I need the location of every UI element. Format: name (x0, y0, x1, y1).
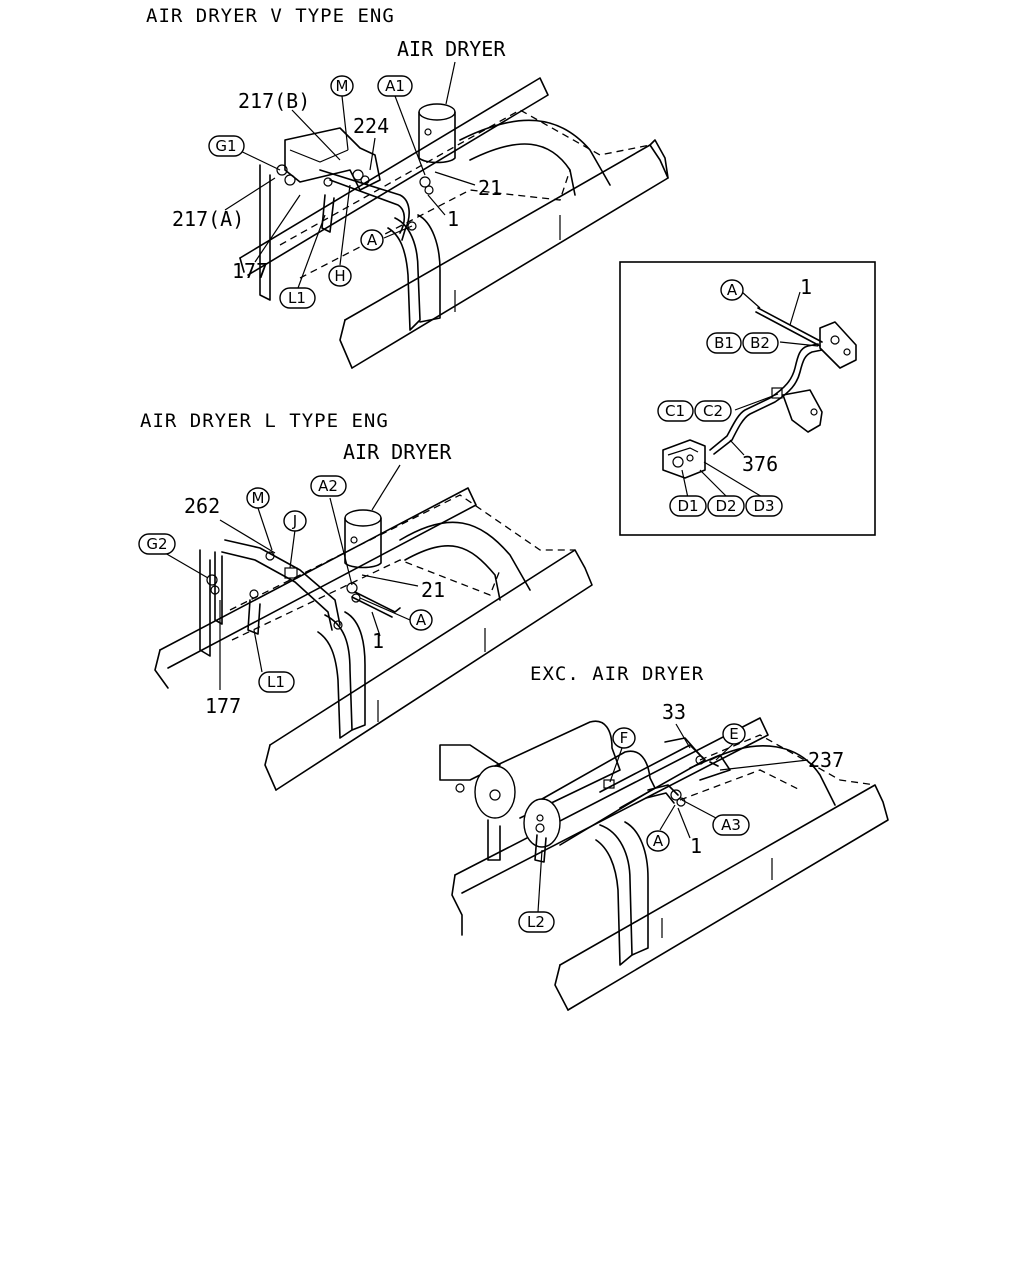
l-type-bubble-j-text: J (292, 512, 297, 530)
detail-bubble-c2 (694, 400, 732, 422)
exc-part-1: 1 (690, 834, 702, 858)
exc-bubble-e (722, 723, 746, 745)
l-type-section: AIR DRYER L TYPE ENG AIR DRYER (138, 410, 593, 791)
l-type-bubble-g2 (138, 533, 176, 555)
detail-bubble-d3-text: D3 (753, 497, 774, 515)
exc-pipe-bracket (534, 737, 731, 863)
l-type-part-177: 177 (205, 694, 241, 718)
exc-bubble-a3-text: A3 (721, 816, 741, 834)
v-type-part-1: 1 (447, 207, 459, 231)
v-type-title: AIR DRYER V TYPE ENG (146, 5, 395, 27)
v-type-frame-rail (239, 77, 669, 369)
v-type-bubble-a1 (377, 75, 413, 97)
l-type-bubble-l1-text: L1 (267, 673, 285, 691)
detail-bubble-d1-text: D1 (677, 497, 698, 515)
exc-bubble-f-text: F (620, 729, 629, 747)
exc-bubble-a3 (712, 814, 750, 836)
l-type-part-21: 21 (421, 578, 445, 602)
v-type-bracket-assembly (259, 127, 434, 301)
detail-bubble-c2-text: C2 (703, 402, 723, 420)
l-type-bubble-a (409, 609, 433, 631)
v-type-part-217a: 217(A) (172, 207, 244, 231)
l-type-bubble-m-text: M (252, 489, 265, 507)
detail-bubble-a (720, 279, 744, 301)
detail-bubble-d2-text: D2 (715, 497, 736, 515)
l-type-part-1: 1 (372, 629, 384, 653)
exc-bubble-l2-text: L2 (527, 913, 545, 931)
exc-air-tanks (439, 720, 656, 861)
l-type-bubble-a2-text: A2 (318, 477, 338, 495)
v-type-bubble-a1-text: A1 (385, 77, 405, 95)
detail-bubble-d3 (745, 495, 783, 517)
v-type-section: AIR DRYER V TYPE ENG AIR DRYER (146, 5, 669, 369)
l-type-air-dryer-label: AIR DRYER (343, 440, 452, 464)
l-type-air-dryer-canister (344, 509, 382, 569)
detail-bubble-d1 (669, 495, 707, 517)
v-type-bubble-h-text: H (334, 267, 345, 285)
l-type-frame-rail (154, 487, 593, 791)
l-type-bubble-l1 (258, 671, 295, 693)
exc-bubble-l2 (518, 911, 555, 933)
v-type-air-dryer-canister (418, 103, 456, 164)
l-type-bubble-a2 (310, 475, 347, 497)
detail-bubble-b2-text: B2 (750, 334, 770, 352)
v-type-bubble-m (330, 75, 354, 97)
v-type-bubble-l1-text: L1 (288, 289, 306, 307)
exc-title: EXC. AIR DRYER (530, 663, 704, 685)
l-type-bubble-a-text: A (416, 611, 427, 629)
detail-bubble-c1-text: C1 (665, 402, 685, 420)
exc-part-33: 33 (662, 700, 686, 724)
detail-bubble-b2 (742, 332, 779, 354)
exc-bubble-f (612, 727, 636, 749)
detail-bubble-c1 (657, 400, 694, 422)
exc-bubble-e-text: E (729, 725, 738, 743)
exc-bubble-a-text: A (653, 832, 664, 850)
v-type-bubble-m-text: M (336, 77, 349, 95)
v-type-part-177: 177 (232, 259, 268, 283)
detail-part-1: 1 (800, 275, 812, 299)
l-type-part-262: 262 (184, 494, 220, 518)
detail-bubble-a-text: A (727, 281, 738, 299)
v-type-bubble-g1-text: G1 (215, 137, 236, 155)
v-type-part-21: 21 (478, 176, 502, 200)
exc-frame-rail (451, 717, 889, 1011)
l-type-bubble-m (246, 487, 270, 509)
l-type-bubble-j (283, 510, 307, 532)
v-type-bubble-l1 (279, 287, 316, 309)
detail-part-376: 376 (742, 452, 778, 476)
detail-frame (619, 261, 876, 536)
exc-bubble-a (646, 830, 670, 852)
v-type-part-224: 224 (353, 114, 389, 138)
v-type-air-dryer-label: AIR DRYER (397, 37, 506, 61)
exc-section: EXC. AIR DRYER (439, 663, 889, 1011)
detail-bubble-b1-text: B1 (714, 334, 734, 352)
v-type-bubble-h (328, 265, 352, 287)
detail-box: A 1 B1 B2 C1 C2 376 D1 D2 D3 (619, 261, 876, 536)
v-type-bubble-g1 (208, 135, 245, 157)
v-type-part-217b: 217(B) (238, 89, 310, 113)
detail-bubble-d2 (707, 495, 745, 517)
detail-bubble-b1 (706, 332, 742, 354)
l-type-bubble-g2-text: G2 (146, 535, 167, 553)
l-type-bracket-assembly (206, 539, 401, 635)
l-type-title: AIR DRYER L TYPE ENG (140, 410, 389, 432)
v-type-bubble-a (360, 229, 384, 251)
exc-part-237: 237 (808, 748, 844, 772)
v-type-bubble-a-text: A (367, 231, 378, 249)
